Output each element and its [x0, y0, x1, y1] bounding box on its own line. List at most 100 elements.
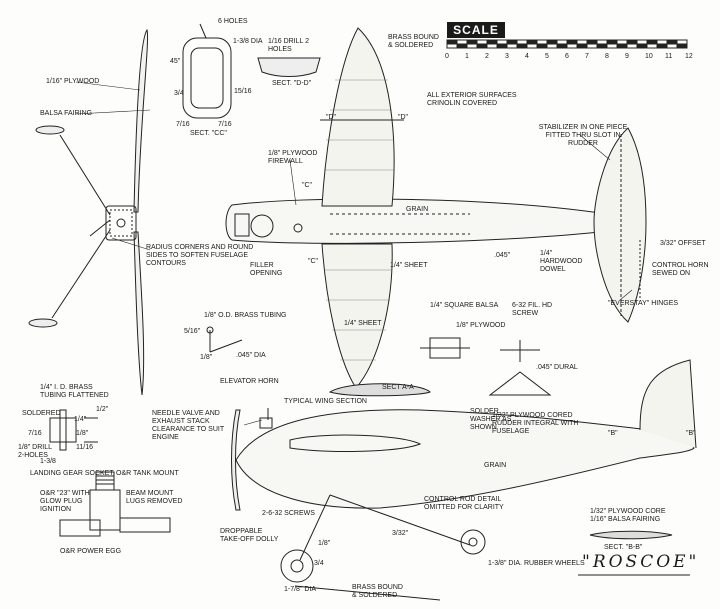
label-solder-washer: SOLDER WASHER AS SHOWN	[470, 408, 512, 431]
label-beam-mount: BEAM MOUNT LUGS REMOVED	[126, 490, 183, 505]
fuselage-top-view	[225, 198, 601, 244]
label-brass-bound-top: BRASS BOUND & SOLDERED	[388, 34, 439, 49]
label-dim-11-16: 11/16	[76, 444, 93, 451]
label-everstay: "EVERSTAY" HINGES	[608, 300, 679, 307]
label-dim-1-8b: 1/8"	[76, 430, 89, 437]
label-rubber-wheels: 1-3/8" DIA. RUBBER WHEELS	[488, 560, 585, 567]
engine-side-view	[59, 471, 171, 537]
landing-gear-socket-detail	[49, 409, 98, 451]
label-mark-d2: "D"	[398, 114, 409, 121]
scale-tick-label: 11	[665, 53, 673, 60]
propeller-side-view	[231, 409, 241, 511]
label-drill-8: 1/8" DRILL 2-HOLES	[18, 444, 52, 459]
stabilizer-top-view	[593, 127, 647, 323]
scale-tick-label: 12	[685, 53, 693, 60]
scale-tick-label: 2	[485, 53, 489, 60]
label-tank-mount: O&R TANK MOUNT	[116, 470, 179, 477]
label-dim-7-16: 7/16	[176, 121, 190, 128]
label-dim-1-3-8: 1-3/8	[40, 458, 56, 465]
label-b-mark2: "B"	[686, 430, 696, 437]
label-or-23: O&R "23" WITH GLOW PLUG IGNITION	[40, 490, 90, 513]
plan-title: "ROSCOE"	[582, 552, 700, 572]
label-dim-7-16c: 7/16	[28, 430, 42, 437]
label-sect-ab: Sect A-A	[382, 384, 414, 391]
landing-gear-side-view	[280, 494, 486, 601]
label-balsa-fairing: BALSA FAIRING	[40, 110, 93, 117]
label-drill-holes: 1/16 DRILL 2 HOLES	[268, 38, 309, 53]
section-cc-detail	[182, 23, 232, 119]
section-bb-profile	[589, 530, 673, 540]
label-control-horn: CONTROL HORN SEWED ON	[652, 262, 709, 277]
scale-tick-label: 0	[445, 53, 449, 60]
label-dim-3-32: 3/32"	[392, 530, 409, 537]
label-sect-bb: SECT. "B-B"	[604, 544, 643, 551]
label-b-mark: "B"	[608, 430, 618, 437]
label-dim-15-16: 15/16	[234, 88, 252, 95]
label-tubing: 1/8" O.D. BRASS TUBING	[204, 312, 287, 319]
elevator-horn-detail	[206, 326, 243, 353]
label-dim-1-8: 1/8"	[200, 354, 213, 361]
wing-top-view	[320, 27, 404, 389]
scale-tick-label: 10	[645, 53, 653, 60]
scale-tick-label: 9	[625, 53, 629, 60]
label-sheet-quarter-b: 1/4" SHEET	[344, 320, 382, 327]
label-screws: 2-6-32 SCREWS	[262, 510, 315, 517]
label-dowel: 1/4" HARDWOOD DOWEL	[540, 250, 583, 273]
label-mark-c: "C"	[302, 182, 313, 189]
label-ply-1-8: 1/8" PLYWOOD	[456, 322, 506, 329]
label-gear-socket: LANDING GEAR SOCKET	[30, 470, 114, 477]
landing-gear-top-view	[28, 125, 111, 328]
label-wheel-small: 1-7/8" DIA	[284, 586, 317, 593]
label-mark-d: "D"	[326, 114, 337, 121]
label-wing-section: TYPICAL WING SECTION	[284, 398, 367, 405]
section-dd-detail	[257, 57, 321, 77]
scale-tick-label: 6	[565, 53, 569, 60]
scale-tick-label: 4	[525, 53, 529, 60]
label-radius: RADIUS CORNERS AND ROUND SIDES TO SOFTEN…	[146, 244, 254, 267]
label-dolly: DROPPABLE TAKE-OFF DOLLY	[220, 528, 279, 543]
scale-tick-label: 1	[465, 53, 469, 60]
label-dim-3-4: 3/4	[314, 560, 324, 567]
label-sheet-quarter: 1/4" SHEET	[390, 262, 428, 269]
scale-tick-label: 3	[505, 53, 509, 60]
label-control-rod: CONTROL ROD DETAIL OMITTED FOR CLARITY	[424, 496, 504, 511]
label-exterior: ALL EXTERIOR SURFACES CRINOLIN COVERED	[427, 92, 517, 107]
scale-tick-label: 5	[545, 53, 549, 60]
label-grain-side: GRAIN	[484, 462, 507, 469]
wing-section-profile	[328, 383, 431, 397]
label-soldered: SOLDERED	[22, 410, 61, 417]
fuselage-side-view	[235, 359, 697, 509]
label-screw: 6-32 FIL. HD SCREW	[512, 302, 553, 317]
label-three-quarter: 3/4	[174, 90, 184, 97]
label-dim-7-16b: 7/16	[218, 121, 232, 128]
scale-bar	[446, 39, 688, 49]
label-firewall: 1/8" PLYWOOD FIREWALL	[268, 150, 318, 165]
control-horn-detail	[420, 337, 552, 396]
label-dim-45: 45"	[170, 58, 181, 65]
label-stabilizer: STABILIZER IN ONE PIECE FITTED THRU SLOT…	[538, 124, 628, 147]
label-dim-1-2: 1/2"	[96, 406, 109, 413]
scale-tick-label: 7	[585, 53, 589, 60]
label-power-egg: O&R POWER EGG	[60, 548, 122, 555]
label-needle: NEEDLE VALVE AND EXHAUST STACK CLEARANCE…	[152, 410, 224, 441]
scale-tick-label: 8	[605, 53, 609, 60]
label-dia-1-3-8: 1-3/8 DIA	[233, 38, 263, 45]
label-six-holes: 6 HOLES	[218, 18, 248, 25]
label-id-tubing: 1/4" I. D. BRASS TUBING FLATTENED	[40, 384, 109, 399]
label-square-balsa: 1/4" SQUARE BALSA	[430, 302, 499, 309]
label-ply-1-16: 1/16" PLYWOOD	[46, 78, 100, 85]
label-sect-dd: SECT. "D-D"	[272, 80, 312, 87]
cowl-top-view	[105, 205, 137, 241]
label-dim-1-8c: 1/8"	[318, 540, 331, 547]
label-dia-045: .045" DIA	[236, 352, 266, 359]
label-ply-core: 1/32" PLYWOOD CORE 1/16" BALSA FAIRING	[590, 508, 666, 523]
label-mark-c2: "C"	[308, 258, 319, 265]
label-dim-1-4: 1/4"	[74, 416, 87, 423]
label-grain-top: GRAIN	[406, 206, 429, 213]
label-dim-5-16: 5/16"	[184, 328, 201, 335]
scale-title: SCALE	[447, 22, 505, 38]
label-ply-cored: 1/32" PLYWOOD CORED RUDDER INTEGRAL WITH…	[492, 412, 579, 435]
label-sect-cc: SECT. "CC"	[190, 130, 227, 137]
